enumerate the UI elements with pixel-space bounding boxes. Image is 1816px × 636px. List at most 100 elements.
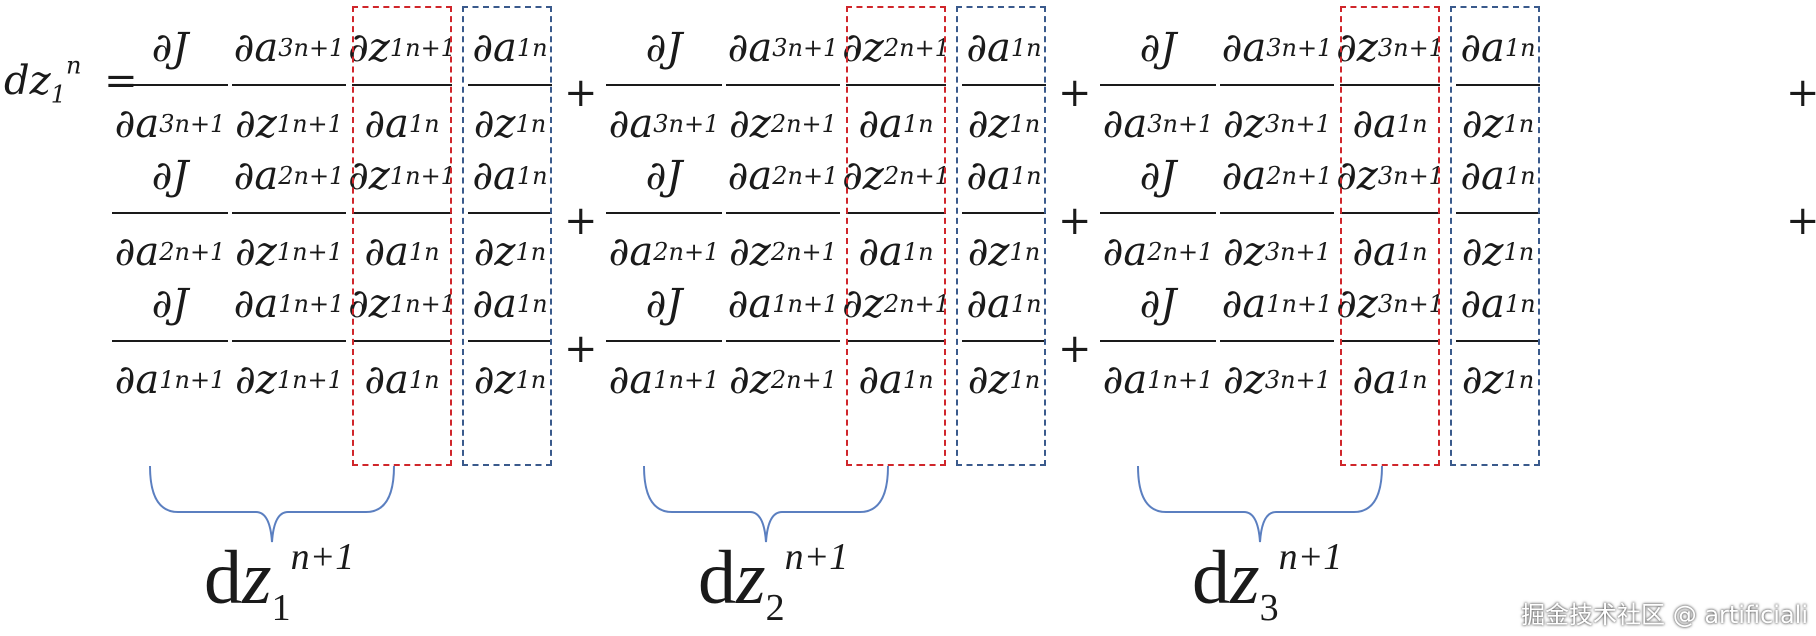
denominator-var: ∂z xyxy=(1223,229,1265,275)
fraction-bar xyxy=(726,340,840,342)
numerator-text: ∂J xyxy=(151,25,189,71)
fraction-bar xyxy=(962,84,1046,86)
denominator-var: ∂z xyxy=(1223,101,1265,147)
numerator-var: ∂a xyxy=(1460,153,1505,199)
denominator-var: ∂a xyxy=(364,229,409,275)
brace-label-dz2: dz2n+1 xyxy=(698,538,848,627)
denominator-var: ∂a xyxy=(1352,229,1397,275)
denominator-var: ∂a xyxy=(1352,101,1397,147)
denominator-var: ∂a xyxy=(364,357,409,403)
fraction-bar xyxy=(962,340,1046,342)
numerator-var: ∂a xyxy=(472,153,517,199)
numerator-var: ∂z xyxy=(348,25,390,71)
fraction-bar xyxy=(468,340,552,342)
fraction-bar xyxy=(232,212,346,214)
fraction-bar xyxy=(468,212,552,214)
plus-sign-g1-r3: + xyxy=(564,326,598,372)
fraction-bar xyxy=(112,212,228,214)
fraction-bar xyxy=(352,84,452,86)
label-d: d xyxy=(698,536,736,620)
label-d: d xyxy=(204,536,242,620)
plus-sign-g3-r1: + xyxy=(1786,70,1816,116)
numerator: ∂J xyxy=(152,152,189,200)
denominator-var: ∂z xyxy=(1461,229,1504,275)
curly-brace-g3 xyxy=(1137,465,1383,543)
numerator-var: ∂a xyxy=(727,281,773,327)
fraction-bar xyxy=(1100,84,1216,86)
fraction-bar xyxy=(1220,340,1334,342)
label-sub: 3 xyxy=(1259,587,1279,630)
lhs-base: dz xyxy=(4,58,51,104)
numerator-text: ∂J xyxy=(645,153,683,199)
watermark: 掘金技术社区 @ artificiali xyxy=(1521,601,1808,629)
fraction-bar xyxy=(846,212,946,214)
numerator: ∂J xyxy=(1140,280,1177,328)
denominator-var: ∂a xyxy=(114,357,160,403)
denominator-var: ∂a xyxy=(858,101,903,147)
denominator-var: ∂a xyxy=(364,101,409,147)
label-sup: n+1 xyxy=(1278,535,1343,578)
denominator-var: ∂a xyxy=(1102,229,1148,275)
numerator-var: ∂a xyxy=(472,281,517,327)
fraction-bar xyxy=(1456,340,1540,342)
plus-sign-g1-r1: + xyxy=(564,70,598,116)
denominator-var: ∂z xyxy=(473,229,516,275)
fraction-bar xyxy=(606,212,722,214)
fraction-bar xyxy=(112,84,228,86)
numerator-var: ∂a xyxy=(1460,281,1505,327)
fraction-bar xyxy=(962,212,1046,214)
denominator-var: ∂z xyxy=(967,357,1010,403)
denominator-var: ∂a xyxy=(1352,357,1397,403)
numerator-text: ∂J xyxy=(645,25,683,71)
denominator-var: ∂z xyxy=(729,229,771,275)
numerator: ∂J xyxy=(1140,152,1177,200)
label-z: z xyxy=(1230,536,1260,620)
red-dashed-box-g1 xyxy=(352,6,452,466)
numerator-var: ∂z xyxy=(842,153,884,199)
denominator-var: ∂z xyxy=(729,101,771,147)
denominator-var: ∂a xyxy=(114,229,160,275)
